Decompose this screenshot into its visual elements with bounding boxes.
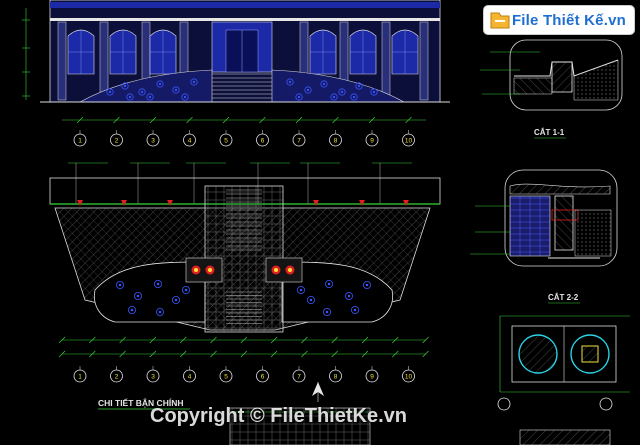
facade-column: [99, 21, 109, 101]
axis-label: 4: [188, 138, 192, 145]
axis-label: 3: [151, 138, 155, 145]
axis-bubble: [183, 133, 196, 147]
axis-bubbles-bottom: 1 2 3 4 5 6 7 8 9 10: [73, 366, 415, 383]
axis-bubble: [110, 133, 123, 147]
axis-bubble: [219, 133, 233, 147]
plan-dimension-lines: [58, 336, 429, 358]
axis-label: 8: [334, 374, 338, 381]
axis-label: 4: [188, 374, 192, 381]
axis-bubble: [402, 133, 415, 147]
axis-label: 1: [78, 138, 82, 145]
axis-bubble: [292, 369, 306, 383]
plan-main: [49, 162, 441, 333]
axis-bubble: [73, 369, 87, 383]
main-detail-title: CHI TIẾT BẬN CHÍNH: [98, 397, 183, 408]
axis-label: 8: [334, 138, 338, 145]
facade-elevation: [40, 0, 450, 103]
axis-bubble: [73, 133, 87, 147]
logo-icon: [488, 9, 512, 31]
axis-bubble: [402, 369, 415, 383]
facade-column: [419, 21, 429, 101]
axis-bubble: [365, 369, 379, 383]
axis-label: 9: [370, 374, 374, 381]
axis-label: 5: [224, 374, 228, 381]
axis-bubble: [292, 133, 306, 147]
facade-column: [381, 21, 391, 101]
axis-label: 1: [78, 374, 82, 381]
north-arrow-icon: [312, 382, 324, 402]
axis-label: 10: [405, 138, 413, 145]
axis-bubble: [329, 133, 342, 147]
axis-label: 10: [405, 374, 413, 381]
copyright-watermark: Copyright © FileThietKe.vn: [150, 405, 407, 427]
axis-bubble: [183, 369, 196, 383]
facade-dimension-line: [62, 116, 426, 124]
axis-bubble: [219, 369, 233, 383]
axis-bubbles-top: 1 2 3 4 5 6 7 8 9 10: [73, 130, 415, 147]
section-2-2-detail: [470, 169, 618, 267]
axis-bubble: [365, 133, 379, 147]
section-1-1-detail: [480, 39, 623, 111]
axis-bubble: [329, 369, 342, 383]
axis-label: 2: [115, 374, 119, 381]
axis-bubble: [146, 369, 160, 383]
axis-label: 6: [261, 374, 265, 381]
axis-bubble: [110, 369, 123, 383]
axis-label: 3: [151, 374, 155, 381]
axis-label: 5: [224, 138, 228, 145]
section-2-2-title: CẮT 2-2: [548, 293, 579, 302]
axis-label: 7: [297, 374, 301, 381]
site-logo[interactable]: File Thiết Kế.vn: [483, 6, 634, 34]
left-dimension-chain: [22, 8, 30, 100]
axis-label: 6: [261, 138, 265, 145]
axis-bubble: [256, 369, 269, 383]
axis-label: 7: [297, 138, 301, 145]
section-1-1-title: CẮT 1-1: [534, 128, 565, 137]
logo-text: File Thiết Kế.vn: [511, 11, 626, 29]
facade-column: [57, 21, 67, 101]
axis-bubble: [256, 133, 269, 147]
axis-label: 2: [115, 138, 119, 145]
axis-label: 9: [370, 138, 374, 145]
bottom-partial-detail: [229, 407, 371, 445]
axis-bubble: [146, 133, 160, 147]
pit-plan-detail: [497, 315, 630, 445]
